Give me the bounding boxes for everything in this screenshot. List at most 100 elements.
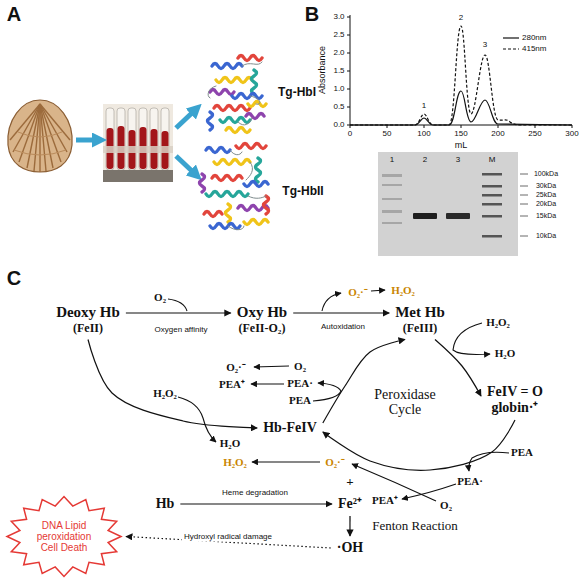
legend-text: 415nm <box>522 44 546 53</box>
protein-structure <box>208 56 267 133</box>
edge-label: Hydroxyl radical damage <box>182 533 274 542</box>
reactant-label: O₂ <box>440 499 452 511</box>
reaction-connector <box>435 340 481 396</box>
ferryl-species: FeIV = Oglobin·⁺ <box>484 383 546 417</box>
chart-legend: 280nm 415nm <box>503 32 546 54</box>
tick-label: 2.5 <box>333 31 344 40</box>
reactant-label: PEA⁺ <box>372 494 398 506</box>
chromatogram <box>347 15 572 128</box>
starburst-shape <box>7 497 121 577</box>
marker-size: 100kDa <box>534 170 558 178</box>
reactant-label: H₂O₂ <box>153 387 177 399</box>
tube-rack-photo <box>103 104 173 182</box>
marker-size: 15kDa <box>536 212 556 220</box>
species-detail: globin·⁺ <box>487 400 543 416</box>
ros-label: O₂·⁻ <box>348 286 368 298</box>
hemoglobin-state: Deoxy Hb(FeII) <box>53 303 123 336</box>
peak-number: 1 <box>422 102 426 111</box>
iron-ion: Fe²⁺ <box>335 495 365 513</box>
tick-label: 150 <box>454 130 467 139</box>
reactant-label: PEA· <box>457 475 483 487</box>
panel-letter: C <box>7 267 21 289</box>
sds-gel <box>378 152 528 256</box>
cockle-shell <box>8 100 72 172</box>
reaction-connector <box>293 312 389 313</box>
legend-line-sample <box>503 35 519 41</box>
tick-label: 2.0 <box>333 49 344 58</box>
panel-letter: B <box>305 3 319 25</box>
hemoglobin-state: Met Hb(FeIII) <box>392 303 448 336</box>
species-name: FeIV = O <box>487 384 543 400</box>
reaction-connector <box>88 340 257 428</box>
reactant-label: O₂ <box>154 291 166 303</box>
lane-label: M <box>489 156 496 165</box>
reactant-label: H₂O₂ <box>486 316 510 328</box>
ros-label: H₂O₂ <box>391 284 415 296</box>
tick-label: 0.0 <box>333 121 344 130</box>
reactant-label: PEA· <box>287 377 313 389</box>
tick-label: 1.5 <box>333 67 344 76</box>
reactant-label: O₂ <box>294 360 306 372</box>
species-name: Deoxy Hb <box>56 304 120 321</box>
hydroxyl-radical: ·OH <box>334 539 366 557</box>
tick-label: 250 <box>528 130 541 139</box>
species-name: Oxy Hb <box>237 304 287 321</box>
ferryl-species: Hb-FeIV <box>260 419 320 437</box>
legend-line-sample <box>503 46 519 52</box>
ros-label: H₂O₂ <box>223 456 247 468</box>
damage-starburst: DNA Lipid peroxidation Cell Death <box>5 495 123 578</box>
reactant-label: H₂O <box>495 347 515 359</box>
hemoglobin-label: Hb <box>153 495 178 513</box>
lane-label: 3 <box>456 156 460 165</box>
species-name: Fe²⁺ <box>338 496 362 512</box>
reactant-label: PEA <box>289 394 311 406</box>
damage-text: DNA Lipid peroxidation Cell Death <box>32 520 96 553</box>
species-name: ·OH <box>337 540 363 556</box>
tick-label: 200 <box>491 130 504 139</box>
tick-label: 0 <box>348 130 352 139</box>
axis-title: mL <box>455 141 468 151</box>
tick-label: 50 <box>383 130 392 139</box>
reactant-label: O₂·⁻ <box>226 361 246 373</box>
tick-label: 100 <box>417 130 430 139</box>
species-detail: (FeII) <box>56 322 120 336</box>
tick-label: 3.0 <box>333 13 344 22</box>
species-detail: (FeIII) <box>395 322 445 336</box>
species-name: Met Hb <box>395 304 445 321</box>
structure-label: Tg-HbI <box>278 86 316 99</box>
edge-label: Autoxidation <box>319 323 367 332</box>
legend-row: 415nm <box>503 43 546 54</box>
reaction-connector <box>323 420 515 470</box>
structure-label: Tg-HbII <box>282 185 323 198</box>
edge-label: Fenton Reaction <box>370 519 460 533</box>
edge-label: Oxygen affinity <box>153 326 210 335</box>
ros-label: O₂·⁻ <box>325 456 345 468</box>
reactant-label: PEA <box>511 446 533 458</box>
marker-size: 10kDa <box>536 232 556 240</box>
legend-row: 280nm <box>503 32 546 43</box>
reaction-connector <box>126 312 231 313</box>
plus-sign: + <box>346 475 353 489</box>
tick-label: 0.5 <box>333 103 344 112</box>
reactant-label: H₂O <box>220 437 240 449</box>
protein-structure <box>200 144 269 230</box>
peak-number: 3 <box>483 41 487 50</box>
tick-label: 300 <box>565 130 578 139</box>
marker-size: 25kDa <box>536 191 556 199</box>
edge-label: Heme degradation <box>220 489 290 498</box>
reaction-connector <box>349 516 350 536</box>
reaction-connector <box>180 503 332 504</box>
panel-letter: A <box>7 3 21 25</box>
reaction-arrow <box>168 290 509 501</box>
flow-arrow <box>76 112 193 172</box>
peak-number: 2 <box>459 14 463 23</box>
marker-size: 30kDa <box>536 182 556 190</box>
lane-label: 1 <box>390 156 394 165</box>
cycle-label: Peroxidase Cycle <box>366 387 444 418</box>
species-name: Hb-FeIV <box>263 420 317 436</box>
lane-label: 2 <box>423 156 427 165</box>
legend-text: 280nm <box>522 33 546 42</box>
tick-label: 1.0 <box>333 85 344 94</box>
species-detail: (FeII-O₂) <box>237 322 287 336</box>
axis-title: Absorbance <box>318 46 328 94</box>
